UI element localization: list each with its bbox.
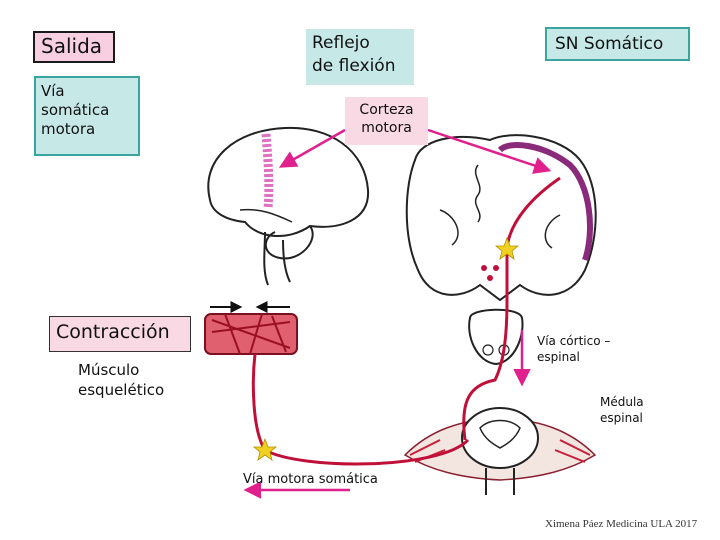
brain-coronal-section-icon [405, 134, 597, 302]
corteza-pointer-arrow [427, 128, 552, 174]
musculo-esqueletico-label: Músculo esquelético [78, 361, 165, 399]
contraccion-label: Contracción [49, 316, 191, 352]
brainstem-icon [468, 308, 524, 366]
corteza-pointer-arrow [278, 128, 346, 168]
via-somatica-motora-label: Vía somática motora [34, 76, 140, 156]
credit-text: Ximena Páez Medicina ULA 2017 [545, 518, 698, 530]
salida-label: Salida [33, 31, 115, 63]
somatic-motor-pathway [251, 353, 470, 466]
brain-side-icon [207, 126, 370, 286]
via-cortico-espinal-label: Vía córtico – espinal [537, 334, 611, 364]
synapse-star-icon [494, 236, 520, 260]
synapse-star-icon [252, 437, 278, 461]
reflejo-flexion-label: Reflejo de flexión [306, 29, 414, 85]
corteza-motora-label: Corteza motora [345, 97, 428, 145]
cortico-spinal-pathway [462, 176, 561, 441]
via-motora-somatica-label: Vía motora somática [243, 472, 378, 487]
sn-somatico-label: SN Somático [545, 27, 690, 61]
spinal-cord-section-icon [403, 407, 597, 495]
medula-espinal-label: Médula espinal [600, 395, 644, 425]
skeletal-muscle-icon [204, 313, 298, 355]
